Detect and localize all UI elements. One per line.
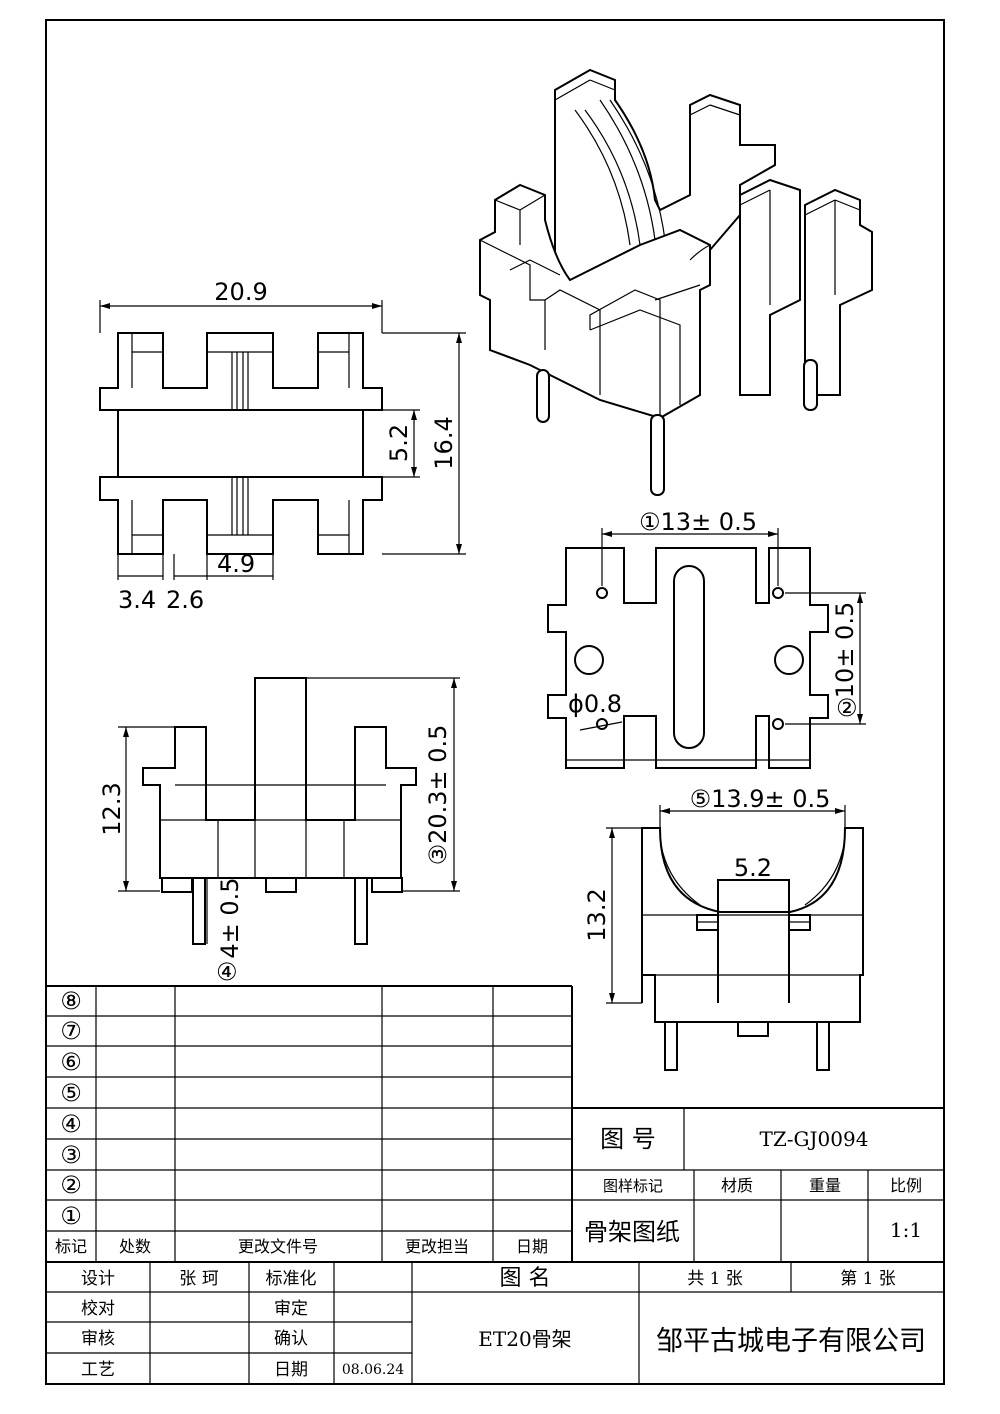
revision-table: ⑧ ⑦ ⑥ ⑤ ④ ③ ② ① 标记 处数 更改文件号 更改担当 日期 xyxy=(46,985,944,1263)
dim-pin-length: 4± 0.5 xyxy=(216,877,244,958)
dim-pcb-pitch-y: 10± 0.5 xyxy=(831,602,859,698)
dim-top-width: 20.9 xyxy=(214,278,267,306)
dim-side-width: ⑤13.9± 0.5 xyxy=(690,785,831,813)
rev-mark-5: ⑤ xyxy=(60,1079,82,1107)
check-label: 校对 xyxy=(81,1299,115,1319)
dim-top-d2: 2.6 xyxy=(166,586,204,614)
dim-side-height: 13.2 xyxy=(583,888,611,941)
drawing-type: 骨架图纸 xyxy=(584,1218,680,1246)
designer: 张 珂 xyxy=(179,1269,218,1289)
sample-mark-label: 图样标记 xyxy=(603,1177,663,1195)
side-view: ⑤13.9± 0.5 5.2 13.2 xyxy=(583,785,864,1071)
dim-side-slot: 5.2 xyxy=(734,854,772,882)
dim-pin-dia: ϕ0.8 xyxy=(568,690,622,718)
approve-label: 审定 xyxy=(274,1299,308,1319)
rev-header-doc: 更改文件号 xyxy=(238,1237,318,1256)
dim-front-height: 12.3 xyxy=(98,782,126,835)
weight-label: 重量 xyxy=(809,1176,841,1195)
rev-header-count: 处数 xyxy=(119,1237,151,1256)
confirm-label: 确认 xyxy=(274,1329,308,1349)
rev-mark-7: ⑦ xyxy=(60,1017,82,1045)
rev-mark-1: ① xyxy=(60,1202,82,1230)
title-block-bottom: 设计 张 珂 标准化 图 名 共 1 张 第 1 张 校对 审定 审核 确认 工… xyxy=(46,1262,944,1384)
material-label: 材质 xyxy=(721,1176,753,1195)
company-name: 邹平古城电子有限公司 xyxy=(656,1326,926,1357)
standard-label: 标准化 xyxy=(266,1269,317,1289)
isometric-view xyxy=(479,68,873,496)
rev-header-owner: 更改担当 xyxy=(405,1237,469,1256)
date-label: 日期 xyxy=(274,1360,308,1380)
dim-pin-length-mark: ④ xyxy=(216,958,238,986)
date-value: 08.06.24 xyxy=(342,1362,404,1378)
review-label: 审核 xyxy=(81,1329,115,1349)
design-label: 设计 xyxy=(81,1269,115,1289)
process-label: 工艺 xyxy=(81,1360,115,1380)
title-block-top: 图 号 TZ-GJ0094 图样标记 材质 重量 比例 骨架图纸 1:1 xyxy=(572,1107,944,1262)
scale-value: 1:1 xyxy=(890,1218,922,1242)
drawing-frame xyxy=(45,19,945,1385)
drawing-no-label: 图 号 xyxy=(600,1125,656,1153)
dim-top-d1: 3.4 xyxy=(118,586,156,614)
rev-mark-2: ② xyxy=(60,1171,82,1199)
rev-mark-8: ⑧ xyxy=(60,987,82,1015)
pcb-footprint-view: ①13± 0.5 10± 0.5 ② ϕ0.8 xyxy=(547,508,866,769)
dim-top-height: 16.4 xyxy=(430,416,458,469)
dim-top-d3: 4.9 xyxy=(217,550,255,578)
sheet-no: 第 1 张 xyxy=(840,1269,896,1289)
dim-pcb-pitch-x: ①13± 0.5 xyxy=(639,508,757,536)
rev-header-mark: 标记 xyxy=(55,1237,87,1256)
rev-mark-4: ④ xyxy=(60,1110,82,1138)
rev-mark-6: ⑥ xyxy=(60,1048,82,1076)
front-view: 12.3 ③20.3± 0.5 4± 0.5 ④ xyxy=(98,677,460,986)
dim-pcb-pitch-y-mark: ② xyxy=(836,694,858,722)
top-view: 20.9 16.4 5.2 3.4 2.6 4.9 xyxy=(99,278,466,614)
rev-mark-3: ③ xyxy=(60,1141,82,1169)
dim-top-gap: 5.2 xyxy=(385,424,413,462)
scale-label: 比例 xyxy=(890,1176,922,1195)
drawing-name-label: 图 名 xyxy=(500,1266,551,1291)
total-sheets: 共 1 张 xyxy=(687,1269,743,1289)
part-name: ET20骨架 xyxy=(478,1327,571,1351)
rev-header-date: 日期 xyxy=(516,1237,548,1256)
dim-front-total: ③20.3± 0.5 xyxy=(424,725,452,866)
drawing-no: TZ-GJ0094 xyxy=(760,1127,869,1151)
